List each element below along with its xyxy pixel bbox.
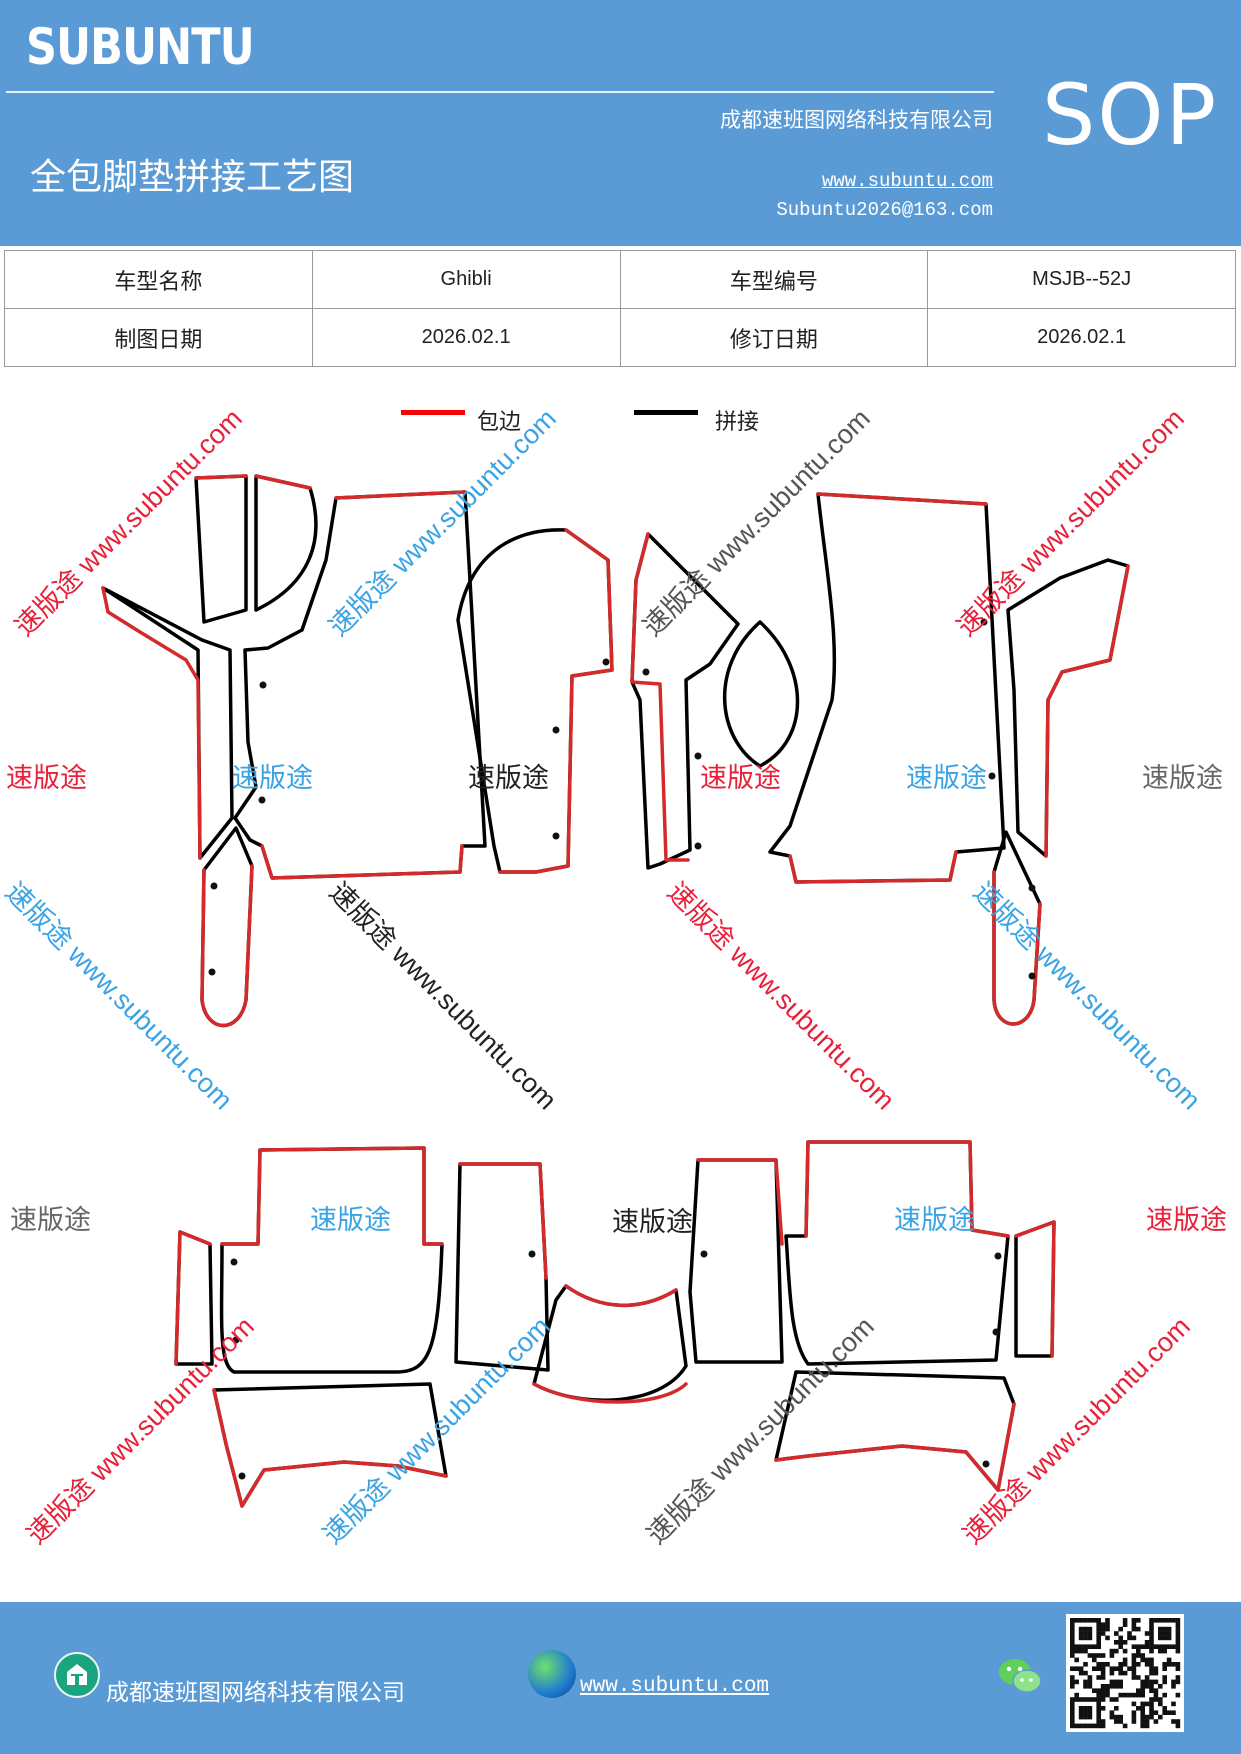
brand-logo: SUBUNTU <box>26 18 255 76</box>
mat-piece <box>1006 558 1130 858</box>
header-email[interactable]: Subuntu2026@163.com <box>776 199 993 221</box>
header-company: 成都速班图网络科技有限公司 <box>720 108 993 132</box>
model-code-label: 车型编号 <box>619 250 929 309</box>
mat-edge <box>194 474 248 480</box>
sop-badge: SOP <box>1042 66 1219 164</box>
mat-edge <box>992 870 1042 1026</box>
mat-edge <box>254 474 312 490</box>
mat-piece <box>233 490 487 880</box>
legend-join-swatch <box>634 410 698 415</box>
legend-join-label: 拼接 <box>715 409 760 434</box>
mat-edge <box>260 490 467 880</box>
watermark-brand: 速版途 <box>10 1205 91 1235</box>
legend-edge-label: 包边 <box>477 409 522 434</box>
fastener-dots <box>208 618 1036 1480</box>
mat-piece <box>456 528 614 874</box>
header-website-link[interactable]: www.subuntu.com <box>821 170 993 192</box>
mat-edge <box>101 586 202 860</box>
mat-edge <box>1014 1220 1056 1358</box>
mat-edge <box>1044 564 1130 858</box>
watermark-brand: 速版途 <box>894 1205 975 1235</box>
mat-piece <box>1014 1220 1056 1358</box>
model-name-value: Ghibli <box>311 250 621 309</box>
mat-piece <box>254 474 318 612</box>
watermark-brand: 速版途 <box>468 763 549 793</box>
header-divider <box>6 91 994 93</box>
mat-edge <box>774 1402 1016 1492</box>
revise-date-value: 2026.02.1 <box>927 308 1236 367</box>
mat-edge <box>200 864 254 1028</box>
footer: 成都速班图网络科技有限公司 www.subuntu.com <box>0 1602 1241 1754</box>
mat-piece <box>784 1140 1010 1366</box>
page-title: 全包脚垫拼接工艺图 <box>30 157 355 198</box>
table-row: 制图日期 2026.02.1 修订日期 2026.02.1 <box>4 308 1236 367</box>
watermark-brand: 速版途 <box>232 763 313 793</box>
footer-company: 成都速班图网络科技有限公司 <box>106 1680 405 1706</box>
model-code-value: MSJB--52J <box>927 250 1236 309</box>
mat-drawing: 速版途 www.subuntu.com 速版途 www.subuntu.com … <box>0 370 1241 1600</box>
table-row: 车型名称 Ghibli 车型编号 MSJB--52J <box>4 250 1236 309</box>
mat-edge <box>630 532 690 862</box>
revise-date-label: 修订日期 <box>619 308 929 367</box>
mat-edge <box>220 1146 444 1246</box>
mat-edge <box>804 1140 1010 1238</box>
mat-edge <box>532 1284 688 1404</box>
mat-pieces-svg <box>101 474 1130 1508</box>
watermark-brand: 速版途 <box>310 1205 391 1235</box>
model-name-label: 车型名称 <box>4 250 313 309</box>
wechat-icon[interactable] <box>996 1654 1044 1698</box>
info-table: 车型名称 Ghibli 车型编号 MSJB--52J 制图日期 2026.02.… <box>4 250 1236 367</box>
globe-icon <box>528 1650 576 1698</box>
mat-edge <box>212 1388 448 1508</box>
mat-piece <box>768 492 1006 884</box>
mat-edge <box>458 1162 548 1280</box>
mat-edge <box>498 528 614 874</box>
mat-piece <box>723 620 800 768</box>
mat-piece <box>219 1146 444 1374</box>
watermark-brand: 速版途 <box>612 1207 693 1237</box>
watermark-brand: 速版途 <box>6 763 87 793</box>
legend-edge-swatch <box>401 410 465 415</box>
watermark-brand: 速版途 <box>1146 1205 1227 1235</box>
header: SUBUNTU 成都速班图网络科技有限公司 全包脚垫拼接工艺图 www.subu… <box>0 0 1241 246</box>
mat-edge <box>174 1230 212 1366</box>
mat-piece <box>101 586 234 860</box>
watermark-brand: 速版途 <box>700 763 781 793</box>
mat-edge <box>788 492 988 884</box>
draw-date-value: 2026.02.1 <box>311 308 621 367</box>
mat-piece <box>688 1158 784 1364</box>
draw-date-label: 制图日期 <box>4 308 313 367</box>
mat-piece <box>194 474 248 624</box>
mat-edge <box>696 1158 784 1246</box>
watermark-brand: 速版途 <box>1142 763 1223 793</box>
watermark-brand: 速版途 <box>906 763 987 793</box>
qr-code <box>1066 1614 1184 1732</box>
home-icon <box>54 1652 100 1698</box>
footer-website-link[interactable]: www.subuntu.com <box>580 1675 770 1698</box>
